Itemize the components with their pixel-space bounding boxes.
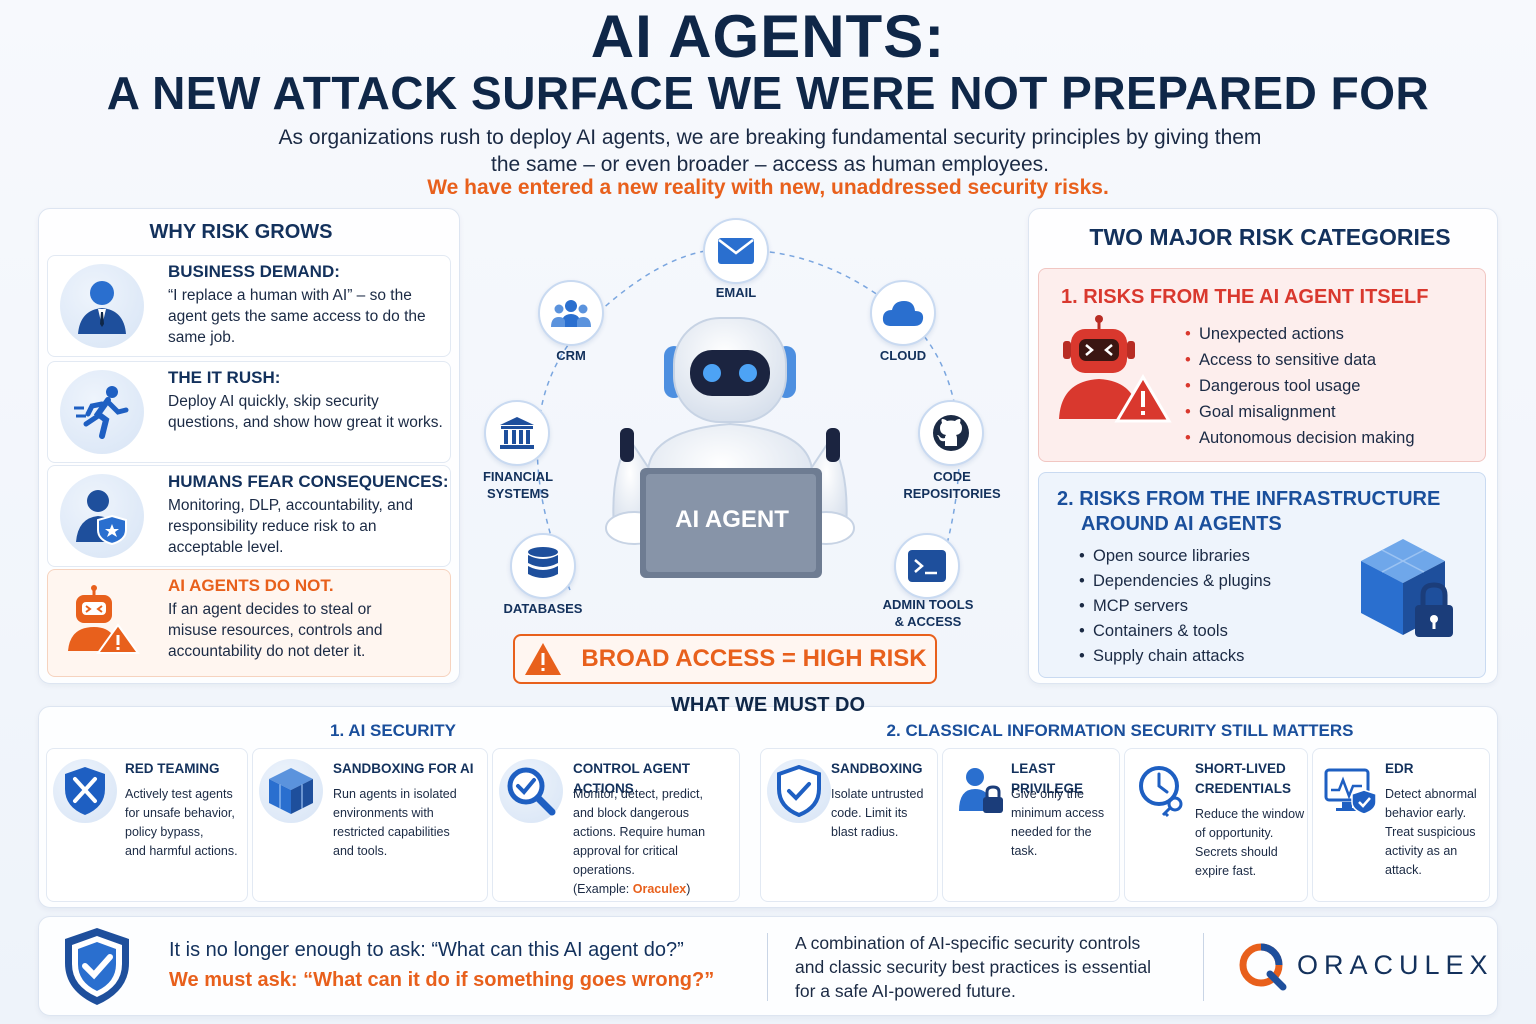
crm-node	[538, 280, 604, 346]
risk-category-infra-bullets: •Open source libraries •Dependencies & p…	[1079, 547, 1271, 665]
control-sandboxing-for-ai: SANDBOXING FOR AI Run agents in isolated…	[252, 748, 488, 902]
envelope-icon	[718, 238, 754, 264]
footer-panel: It is no longer enough to ask: “What can…	[38, 916, 1498, 1016]
why-item-ai-agents-do-not: AI AGENTS DO NOT. If an agent decides to…	[47, 569, 451, 677]
businessman-icon	[60, 264, 144, 348]
databases-label: DATABASES	[503, 601, 583, 616]
warning-icon	[525, 643, 562, 675]
user-lock-icon	[949, 759, 1013, 823]
why-item-business-demand: BUSINESS DEMAND: “I replace a human with…	[47, 255, 451, 357]
cube-icon	[259, 759, 323, 823]
risk-category-agent-bullets: •Unexpected actions •Access to sensitive…	[1185, 325, 1415, 447]
github-icon	[933, 415, 969, 451]
cloud-node	[870, 280, 936, 346]
page-subtitle: A NEW ATTACK SURFACE WE WERE NOT PREPARE…	[106, 67, 1430, 119]
code-label: CODE REPOSITORIES	[903, 469, 1001, 501]
cloud-label: CLOUD	[879, 348, 927, 363]
page-title: AI AGENTS:	[590, 3, 946, 70]
database-icon	[528, 547, 558, 578]
risk-category-infrastructure: 2. RISKS FROM THE INFRASTRUCTURE AROUND …	[1038, 472, 1486, 678]
clock-key-icon	[1131, 759, 1195, 823]
email-node	[703, 218, 769, 284]
why-item-it-rush: THE IT RUSH: Deploy AI quickly, skip sec…	[47, 361, 451, 463]
footer-conclusion: A combination of AI-specific security co…	[795, 933, 1151, 1001]
monitor-shield-icon	[1319, 759, 1383, 823]
risk-categories-title: TWO MAJOR RISK CATEGORIES	[1089, 224, 1451, 250]
admin-label: ADMIN TOOLS & ACCESS	[882, 597, 974, 629]
oraculex-logo-text: ORACULEX	[1297, 950, 1494, 980]
email-label: EMAIL	[715, 285, 757, 300]
shield-tools-icon	[53, 759, 117, 823]
ai-security-title: 1. AI SECURITY	[330, 721, 456, 740]
control-edr: EDR Detect abnormal behavior early. Trea…	[1312, 748, 1490, 902]
agent-label: AI AGENT	[675, 506, 789, 533]
financial-node	[484, 400, 550, 466]
control-red-teaming: RED TEAMING Actively test agents for uns…	[46, 748, 248, 902]
people-icon	[551, 300, 591, 327]
oraculex-example-link: Oraculex	[632, 882, 687, 896]
control-agent-actions: CONTROL AGENT ACTIONS Monitor, detect, p…	[492, 748, 740, 902]
bank-icon	[500, 417, 534, 449]
footer-question: It is no longer enough to ask: “What can…	[169, 939, 684, 961]
admin-node	[894, 533, 960, 599]
control-sandboxing: SANDBOXING Isolate untrusted code. Limit…	[760, 748, 938, 902]
why-risk-title: WHY RISK GROWS	[149, 221, 333, 243]
code-node	[918, 400, 984, 466]
control-short-lived-credentials: SHORT-LIVED CREDENTIALS Reduce the windo…	[1124, 748, 1308, 902]
footer-divider	[767, 933, 768, 1001]
person-shield-icon	[60, 474, 144, 558]
red-robot-warning-icon	[1059, 315, 1172, 423]
financial-label: FINANCIAL SYSTEMS	[482, 469, 554, 501]
shield-check-icon	[767, 759, 831, 823]
footer-emphasis: We must ask: “What can it do if somethin…	[169, 969, 715, 991]
robot-warning-icon	[60, 578, 144, 662]
magnifier-check-icon	[499, 759, 563, 823]
broad-access-warning: BROAD ACCESS = HIGH RISK	[513, 634, 937, 684]
cloud-icon	[882, 301, 924, 326]
robot-agent-icon	[605, 317, 855, 578]
crm-label: CRM	[556, 348, 586, 363]
intro-text: As organizations rush to deploy AI agent…	[278, 126, 1262, 176]
classical-security-title: 2. CLASSICAL INFORMATION SECURITY STILL …	[886, 721, 1354, 740]
shield-check-footer-icon	[65, 928, 129, 1005]
databases-node	[510, 533, 576, 599]
intro-highlight: We have entered a new reality with new, …	[427, 176, 1109, 199]
risk-category-agent: 1. RISKS FROM THE AI AGENT ITSELF •Unexp…	[1038, 268, 1486, 462]
oraculex-logo-icon	[1239, 943, 1287, 991]
cube-lock-icon	[1361, 539, 1453, 637]
must-do-title: WHAT WE MUST DO	[670, 694, 866, 716]
footer-divider-2	[1203, 933, 1204, 1001]
control-least-privilege: LEAST PRIVILEGE Give only the minimum ac…	[942, 748, 1120, 902]
running-person-icon	[60, 370, 144, 454]
why-item-humans-fear: HUMANS FEAR CONSEQUENCES: Monitoring, DL…	[47, 465, 451, 567]
terminal-icon	[908, 550, 946, 582]
why-risk-panel: WHY RISK GROWS BUSINESS DEMAND: “I repla…	[38, 208, 460, 684]
